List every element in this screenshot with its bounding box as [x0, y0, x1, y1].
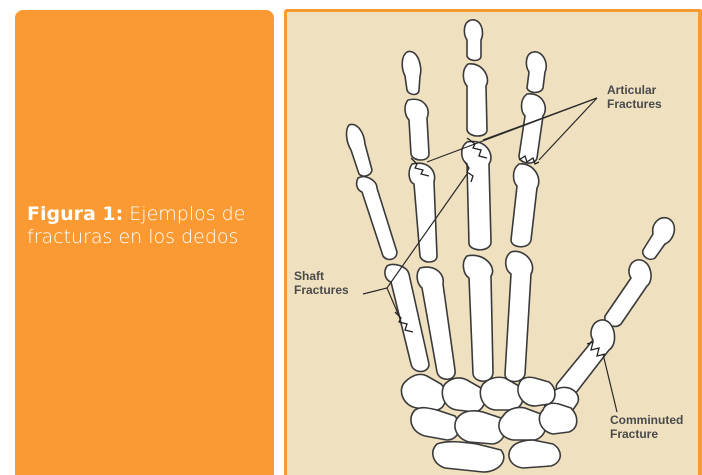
comminuted-fracture-label-line2: Fracture: [610, 427, 658, 441]
index-finger: [505, 52, 546, 382]
caption-label: Figura 1:: [27, 203, 123, 225]
hand-skeleton-diagram: Articular Fractures Shaft Fractures Comm…: [287, 12, 698, 475]
shaft-fractures-label-line2: Fractures: [294, 283, 349, 297]
carpal-bones: [401, 374, 576, 472]
pinky-finger: [347, 124, 429, 371]
caption-panel: Figura 1: Ejemplos de fracturas en los d…: [15, 10, 274, 475]
comminuted-fracture-label-line1: Comminuted: [610, 413, 683, 427]
articular-fractures-label-line2: Fractures: [607, 97, 662, 111]
hand-fracture-illustration: Articular Fractures Shaft Fractures Comm…: [287, 12, 698, 475]
shaft-fractures-label-line1: Shaft: [294, 269, 324, 283]
middle-finger: [462, 20, 493, 381]
figure-caption: Figura 1: Ejemplos de fracturas en los d…: [27, 203, 267, 249]
articular-fractures-label-line1: Articular: [607, 83, 657, 97]
thumb: [543, 218, 674, 428]
figure-frame: Articular Fractures Shaft Fractures Comm…: [284, 9, 702, 475]
